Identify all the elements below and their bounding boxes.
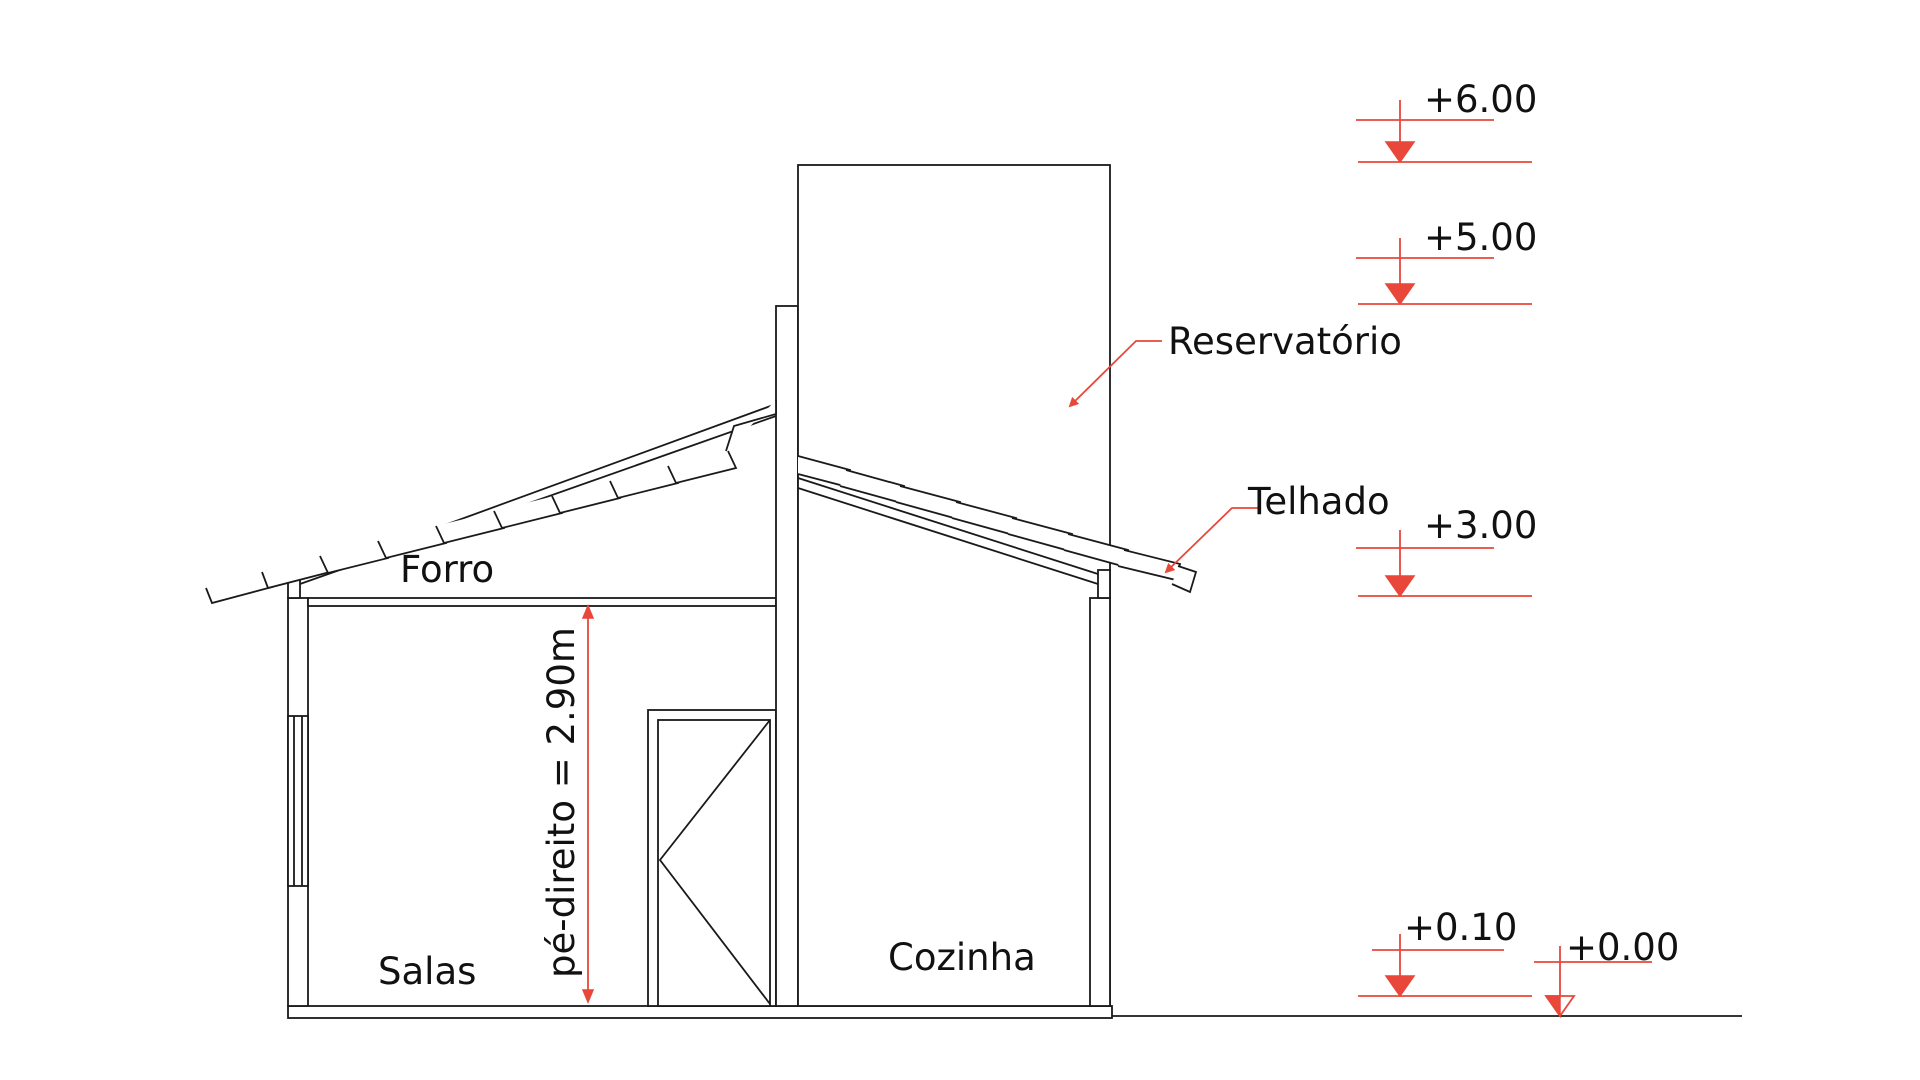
pe-direito-arrow-bottom: [581, 989, 595, 1004]
floor-slab: [287, 1005, 1113, 1019]
level-marker-010: [1358, 934, 1532, 998]
right-roof: [797, 455, 1198, 594]
reservoir-block: [797, 164, 1111, 1007]
ceiling-slab: [307, 597, 777, 607]
central-wall: [775, 305, 799, 1007]
level-marker-6: [1356, 100, 1532, 164]
right-wall: [1089, 597, 1111, 1007]
left-roof: [205, 400, 777, 605]
reservatorio-label: Reservatório: [1168, 320, 1402, 363]
level-marker-000: [1534, 946, 1652, 1019]
cozinha-label: Cozinha: [888, 936, 1036, 979]
reservatorio-leader: [1068, 340, 1162, 408]
level-marker-5: [1356, 238, 1532, 306]
level-marker-3: [1356, 530, 1532, 598]
level-label-300: +3.00: [1424, 504, 1537, 547]
right-wall-top: [1097, 569, 1111, 599]
level-label-500: +5.00: [1424, 216, 1537, 259]
salas-label: Salas: [378, 950, 476, 993]
pe-direito-arrow-top: [581, 604, 595, 619]
pe-direito-label: pé-direito = 2.90m: [540, 627, 583, 978]
telhado-label: Telhado: [1247, 480, 1390, 523]
level-label-010: +0.10: [1404, 906, 1517, 949]
level-label-000: +0.00: [1566, 926, 1679, 969]
level-label-600: +6.00: [1424, 78, 1537, 121]
left-window: [287, 715, 309, 887]
forro-label: Forro: [400, 548, 494, 591]
door: [647, 709, 777, 1007]
telhado-leader: [1164, 507, 1258, 574]
